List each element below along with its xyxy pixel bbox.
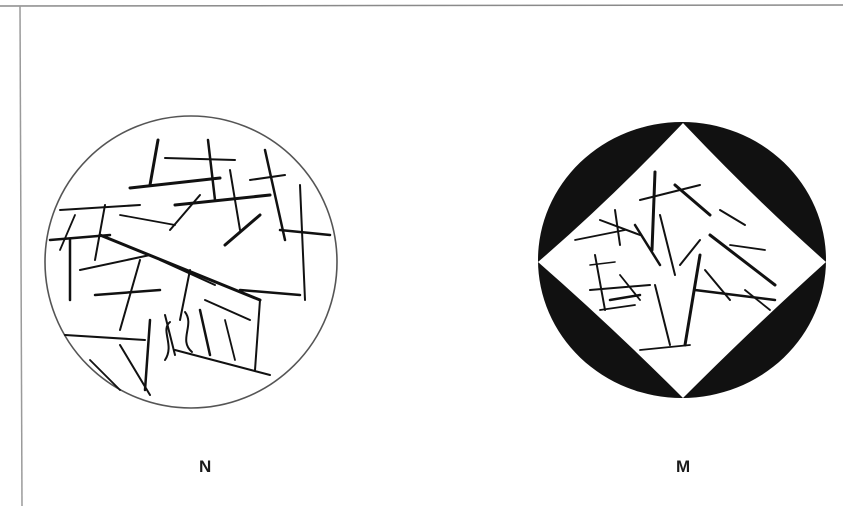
strand [145,320,150,390]
strand [130,178,220,188]
strand [165,158,235,160]
strand [200,310,210,355]
strand [280,230,330,235]
panel-n-crystal-strands [50,140,330,395]
strand [590,285,650,290]
strand [205,300,250,320]
panel-m-label: M [676,457,691,477]
panel-m-mask-ring [538,122,826,398]
panel-n-label: N [199,457,212,477]
strand [660,215,675,275]
strand [100,235,260,300]
strand [652,172,655,250]
strand [175,195,270,205]
strand [60,205,140,210]
strand [120,215,175,225]
strand [120,260,140,330]
strand [710,235,775,285]
strand [95,290,160,295]
strand [635,225,660,265]
strand [255,300,260,370]
strand [65,335,145,340]
panel-m [538,122,826,398]
strand [695,290,775,300]
panel-n-field-circle [45,116,337,408]
strand [165,322,170,360]
strand [95,205,105,260]
strand [705,270,730,300]
strand [590,262,615,265]
strand [225,320,235,360]
strand [225,215,260,245]
strand [680,240,700,265]
strand [150,140,158,185]
strand [185,312,192,352]
strand [60,215,75,250]
strand [675,185,710,215]
strand [250,175,285,180]
strand [208,140,215,200]
strand [300,185,305,300]
strand [640,345,690,350]
panel-n [45,116,337,408]
strand [685,255,700,345]
frame-top-edge [0,5,843,6]
strand [90,360,120,390]
strand [730,245,765,250]
strand [600,220,640,235]
strand [655,285,670,345]
frame-left-edge [20,6,22,506]
strand [720,210,745,225]
